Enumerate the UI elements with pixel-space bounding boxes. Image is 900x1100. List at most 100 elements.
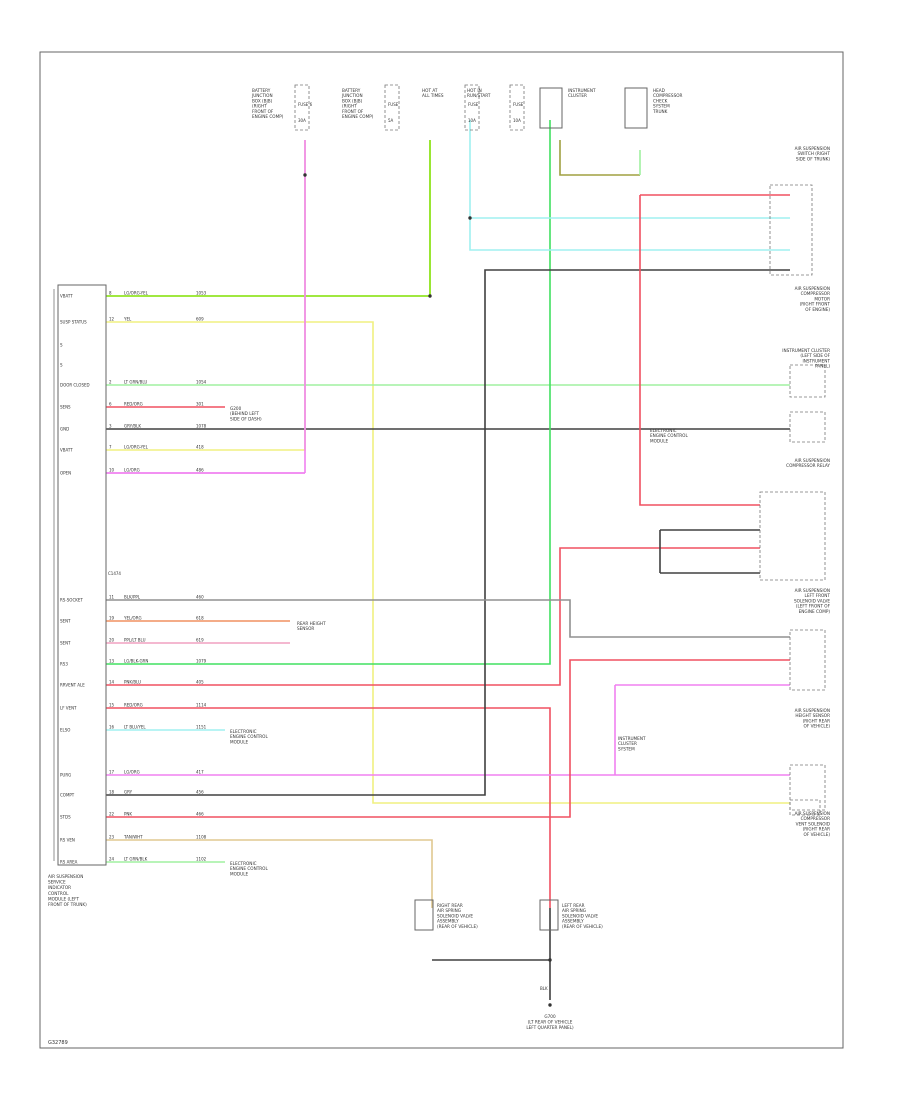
right-comp-3-line-4: OF ENGINE) xyxy=(805,307,830,312)
wire-pin-14: 14 xyxy=(109,680,115,685)
top-comp-1-line-4: FRONT OF xyxy=(342,109,364,114)
wire-extra-11 xyxy=(106,599,790,638)
top-comp-5-line-1: COMPRESSOR xyxy=(653,93,683,98)
wire-pin-10: 10 xyxy=(109,468,115,473)
right-comp-6-line-1: COMPRESSOR xyxy=(801,816,831,821)
splice-1-line-2: MODULE xyxy=(230,871,249,876)
wire-22 xyxy=(106,659,790,818)
module-pin-label-2: S xyxy=(60,343,63,348)
mid-label-0-line-0: REAR HEIGHT xyxy=(297,621,326,626)
right-comp-0-line-2: SIDE OF TRUNK) xyxy=(796,156,831,161)
wire-pin-19: 19 xyxy=(109,616,115,621)
top-comp-5-line-2: CHECK xyxy=(653,98,668,103)
top-comp-1-line-1: JUNCTION xyxy=(341,93,363,98)
wire-pin-3: 3 xyxy=(109,424,112,429)
top-fuse-2: FUSE xyxy=(468,102,479,107)
wire-18 xyxy=(106,269,790,796)
right-comp-3-line-0: AIR SUSPENSION xyxy=(795,286,830,291)
top-amps-1: 5A xyxy=(388,118,394,123)
module-pin-label-23: STDS xyxy=(60,815,71,820)
bottom-comp-box-1 xyxy=(539,899,559,931)
right-comp-2-line-0: INSTRUMENT CLUSTER xyxy=(782,348,830,353)
wire-pin-24: 24 xyxy=(109,857,115,862)
right-comp-6-line-2: VENT SOLENOID xyxy=(796,821,830,826)
wire-color-12: YEL xyxy=(123,317,132,322)
wire-pin-8: 8 xyxy=(109,291,112,296)
right-comp-box-2 xyxy=(789,411,826,443)
right-comp-4-line-4: ENGINE COMP) xyxy=(799,609,831,614)
wire-circuit-8: 1053 xyxy=(196,291,207,296)
top-box-4 xyxy=(539,87,563,129)
splice-0-line-2: SIDE OF DASH) xyxy=(230,416,262,421)
wire-pin-7: 7 xyxy=(109,445,112,450)
wire-circuit-15: 1114 xyxy=(196,703,207,708)
splice-1-line-0: ELECTRONIC xyxy=(230,861,257,866)
mid-label-3-line-0: ELECTRONIC xyxy=(650,428,677,433)
right-comp-box-1 xyxy=(759,491,826,581)
splice-1-line-1: ENGINE CONTROL xyxy=(230,866,268,871)
wire-23 xyxy=(106,839,433,908)
wire-circuit-23: 1108 xyxy=(196,835,207,840)
right-comp-box-0 xyxy=(769,184,813,276)
wire-circuit-13: 1079 xyxy=(196,659,207,664)
wire-13 xyxy=(106,120,551,665)
wire-color-3: GRY/BLK xyxy=(124,424,141,429)
splice-dot-2 xyxy=(303,173,307,177)
bottom-comp-box-0 xyxy=(414,899,434,931)
wire-lt-blue-top xyxy=(469,120,790,251)
module-pin-label-17: RS3 xyxy=(60,662,68,667)
module-pin-label-14: RS-SOCKET xyxy=(60,598,83,603)
module-pin-label-8: OPEN xyxy=(60,471,71,476)
wire-pin-22: 22 xyxy=(109,812,115,817)
right-comp-box-5 xyxy=(789,764,826,811)
mid-label-3-line-1: ENGINE CONTROL xyxy=(650,433,688,438)
right-comp-4-line-1: LEFT FRONT xyxy=(804,593,830,598)
right-comp-6-line-0: AIR SUSPENSION xyxy=(795,811,830,816)
module-pin-label-18: RRVENT ALE xyxy=(60,683,85,688)
mid-label-1-line-1: ENGINE CONTROL xyxy=(230,734,268,739)
module-pin-label-1: SUSP STATUS xyxy=(60,320,87,325)
module-label-line-5: FRONT OF TRUNK) xyxy=(48,902,87,907)
right-comp-1-line-0: AIR SUSPENSION xyxy=(795,458,830,463)
module-label-line-1: SERVICE xyxy=(48,880,66,885)
wire-circuit-2: 1054 xyxy=(196,380,207,385)
top-comp-0-line-4: FRONT OF xyxy=(252,109,274,114)
wire-circuit-extra-11: 460 xyxy=(196,595,204,600)
wire-olive xyxy=(559,140,640,176)
wire-color-16: LT BLU/YEL xyxy=(124,725,146,730)
wire-pin-6: 6 xyxy=(109,402,112,407)
top-comp-4-line-1: CLUSTER xyxy=(568,93,587,98)
top-comp-3-line-1: RUN/START xyxy=(467,93,491,98)
module-pin-label-3: S xyxy=(60,363,63,368)
top-fuse-box-3 xyxy=(509,84,525,131)
right-comp-3-line-2: MOTOR xyxy=(814,296,830,301)
bottom-comp-1-line-4: (REAR OF VEHICLE) xyxy=(562,924,603,929)
top-fuse-box-1 xyxy=(384,84,400,131)
wire-circuit-22: 466 xyxy=(196,812,204,817)
top-comp-2-line-1: ALL TIMES xyxy=(422,93,444,98)
wire-pin-15: 15 xyxy=(109,703,115,708)
module-pin-label-0: VBATT xyxy=(60,294,73,299)
module-pin-label-6: GND xyxy=(60,427,69,432)
wire-color-20: PPL/LT BLU xyxy=(124,638,146,643)
wire-color-24: LT GRN/BLK xyxy=(124,857,148,862)
right-comp-5-line-0: AIR SUSPENSION xyxy=(795,708,830,713)
top-box-5 xyxy=(624,87,648,129)
mid-label-1-line-0: ELECTRONIC xyxy=(230,729,257,734)
top-comp-0-line-2: BOX (BJB) xyxy=(252,98,273,103)
module-pin-label-22: COMPT xyxy=(60,793,75,798)
ground-label-line-1: (LT REAR OF VEHICLE xyxy=(528,1019,573,1024)
text-layer: AIR SUSPENSIONSERVICEINDICATORCONTROLMOD… xyxy=(48,88,831,1030)
wire-color-14: PNK/BLU xyxy=(124,680,141,685)
right-comp-1-line-1: COMPRESSOR RELAY xyxy=(786,463,830,468)
wire-circuit-7: 418 xyxy=(196,445,204,450)
mid-label-2-line-1: CLUSTER xyxy=(618,741,637,746)
right-comp-4-line-0: AIR SUSPENSION xyxy=(795,588,830,593)
top-comp-0-line-1: JUNCTION xyxy=(251,93,273,98)
module-label-line-4: MODULE (LEFT xyxy=(48,896,79,901)
module-pin-label-19: LF VENT xyxy=(60,706,77,711)
bottom-comp-1-line-2: SOLENOID VALVE xyxy=(562,913,598,918)
wire-pin-12: 12 xyxy=(109,317,115,322)
top-comp-4-line-0: INSTRUMENT xyxy=(568,88,596,93)
right-comp-6-line-4: OF VEHICLE) xyxy=(804,832,831,837)
